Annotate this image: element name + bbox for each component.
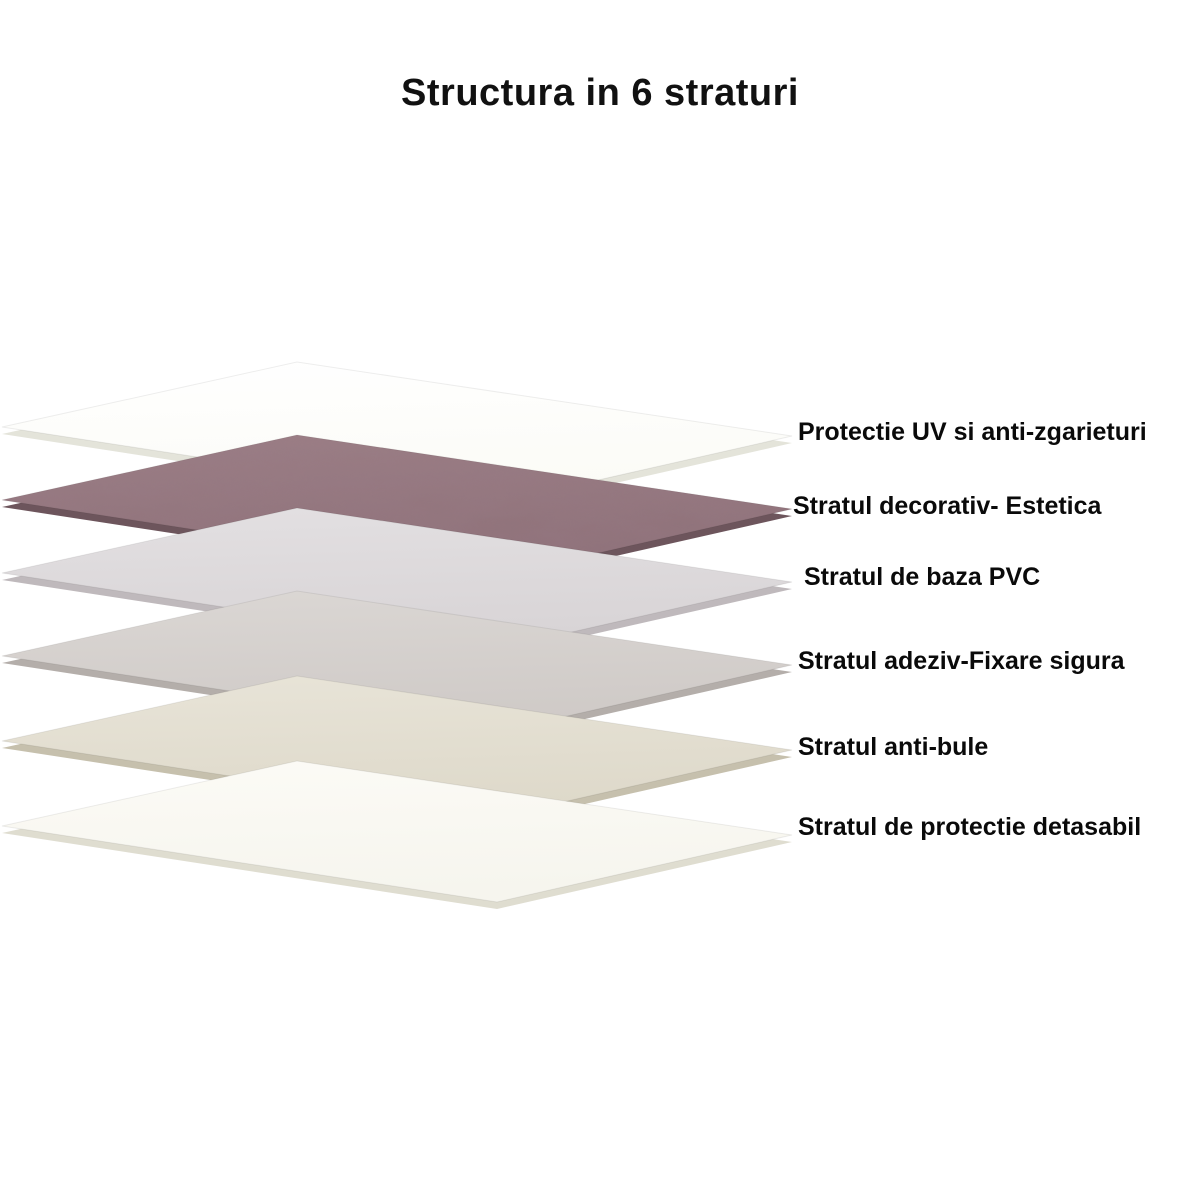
layer-face-6	[1, 760, 793, 903]
layer-label-decorative: Stratul decorativ- Estetica	[793, 492, 1102, 520]
layer-label-uv-protection: Protectie UV si anti-zgarieturi	[798, 418, 1147, 446]
layer-label-pvc-base: Stratul de baza PVC	[804, 563, 1041, 591]
layer-label-protective-film: Stratul de protectie detasabil	[798, 813, 1142, 841]
layer-label-adhesive: Stratul adeziv-Fixare sigura	[798, 647, 1125, 675]
layer-label-anti-bubble: Stratul anti-bule	[798, 733, 989, 761]
page-title: Structura in 6 straturi	[401, 72, 799, 114]
